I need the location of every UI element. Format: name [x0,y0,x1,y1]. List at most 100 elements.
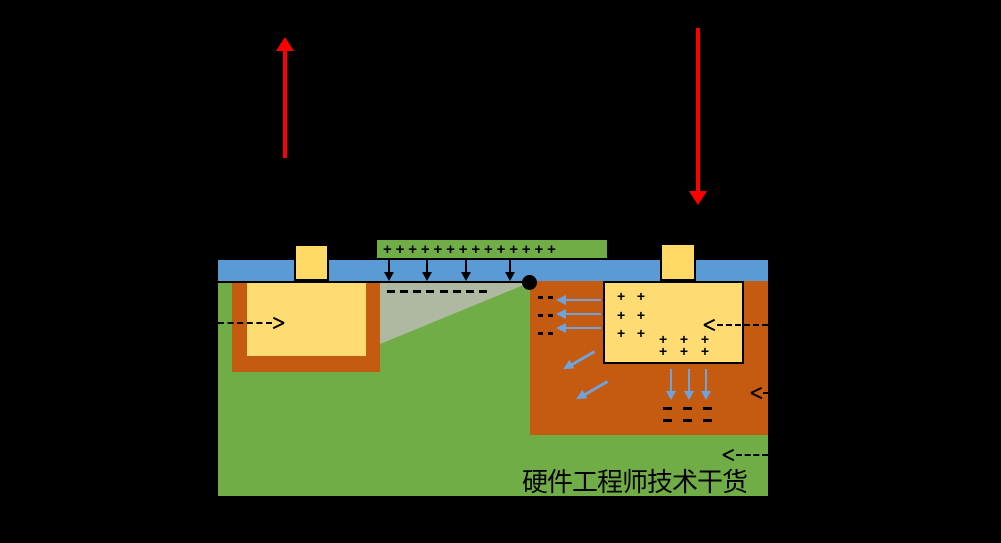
field-arrow-down [388,260,391,273]
negative-charge-row [538,332,553,335]
negative-charge-dash [703,419,712,422]
negative-charge-dash [663,407,672,410]
arrow-shaft [565,312,601,316]
arrow-head [722,448,735,457]
negative-charge-row [538,296,553,299]
arrow-head [272,321,285,330]
electron-flow-arrow-left [556,322,601,334]
plus-charge: + [547,241,556,258]
watermark-text: 硬件工程师技术干货 [522,467,748,497]
plus-charge: + [636,307,645,323]
field-arrow-down [509,260,512,273]
substrate-dashed-arrow [722,448,768,462]
positive-charge-grid-row: +++ [659,344,709,358]
arrow-head [750,386,763,395]
negative-charge-dash [400,290,409,293]
arrow-head [556,308,566,319]
plus-charge: + [408,241,418,258]
negative-charge-dash [413,290,422,293]
arrow-shaft [570,350,596,367]
arrow-shaft [583,380,609,397]
negative-charge-grid-row [663,407,712,410]
inversion-charge-dash-row [387,290,487,293]
arrow-head [383,272,394,281]
plus-charge: + [700,331,709,347]
plus-charge: + [659,343,668,359]
negative-charge-dash [538,332,543,335]
drain-diffusion-region: ++ ++ ++ +++ +++ [603,281,744,364]
negative-charge-dash [703,407,712,410]
arrow-dashed-shaft [218,321,272,324]
arrow-dashed-shaft [763,391,768,394]
plus-charge: + [636,288,645,304]
negative-charge-dash [538,314,543,317]
gate-positive-charge-row: ++++++++++++++ [383,241,556,258]
negative-charge-dash [663,419,672,422]
plus-charge: + [659,331,668,347]
electron-flow-arrow-left [556,294,601,306]
plus-charge: + [509,241,519,258]
plus-charge: + [458,241,468,258]
plus-charge: + [636,325,645,341]
arrow-head [460,272,471,281]
arrow-head [556,322,566,333]
plus-charge: + [484,241,493,258]
positive-charge-row: ++ [617,326,645,340]
arrow-head [421,272,432,281]
negative-charge-dash [439,290,448,293]
positive-charge-row: ++ [617,289,645,303]
plus-charge: + [433,241,443,258]
negative-charge-dash [548,332,553,335]
source-well-region [232,281,380,372]
plus-charge: + [617,307,626,323]
edge-dashed-arrow [750,386,768,400]
arrow-dashed-shaft [717,323,768,326]
field-arrow-down [465,260,468,273]
plus-charge: + [496,241,506,258]
negative-charge-row [538,314,553,317]
plus-charge: + [617,288,626,304]
plus-charge: + [679,331,689,347]
negative-charge-grid-row [663,419,712,422]
arrow-head [666,391,676,400]
drain-well-region: ++ ++ ++ +++ +++ [530,281,768,435]
oxide-layer [218,260,768,281]
negative-charge-dash [683,419,692,422]
positive-charge-row: ++ [617,308,645,322]
arrow-shaft [565,298,601,302]
electron-flow-arrow-down [687,369,691,391]
electron-flow-arrow-diagonal [560,347,598,375]
arrow-head [701,391,711,400]
plus-charge: + [471,241,481,258]
plus-charge: + [446,241,455,258]
negative-charge-dash [426,290,435,293]
plus-charge: + [395,241,405,258]
source-current-arrow-up [283,50,287,158]
negative-charge-dash [478,290,487,293]
arrow-dashed-shaft [736,453,768,456]
arrow-head [689,191,707,205]
drain-contact [660,243,696,281]
arrow-head [276,37,294,51]
negative-charge-dash [683,407,692,410]
negative-charge-dash [465,290,474,293]
source-contact [294,244,329,281]
plus-charge: + [420,241,430,258]
field-arrow-down [426,260,429,273]
drain-bias-dashed-arrow [703,318,768,332]
gate-electrode [377,240,607,260]
plus-charge: + [534,241,544,258]
negative-charge-dash [387,290,395,293]
source-bias-dashed-arrow [218,316,285,330]
negative-charge-dash [538,296,543,299]
negative-charge-dash [548,314,553,317]
positive-charge-grid-row: + + + [659,332,709,346]
arrow-head [556,294,566,305]
plus-charge: + [679,343,689,359]
electron-flow-arrow-left [556,308,601,320]
electron-flow-arrow-down [669,369,673,391]
source-diffusion-region [247,281,366,356]
drain-current-arrow-down [696,28,700,191]
arrow-head [504,272,515,281]
